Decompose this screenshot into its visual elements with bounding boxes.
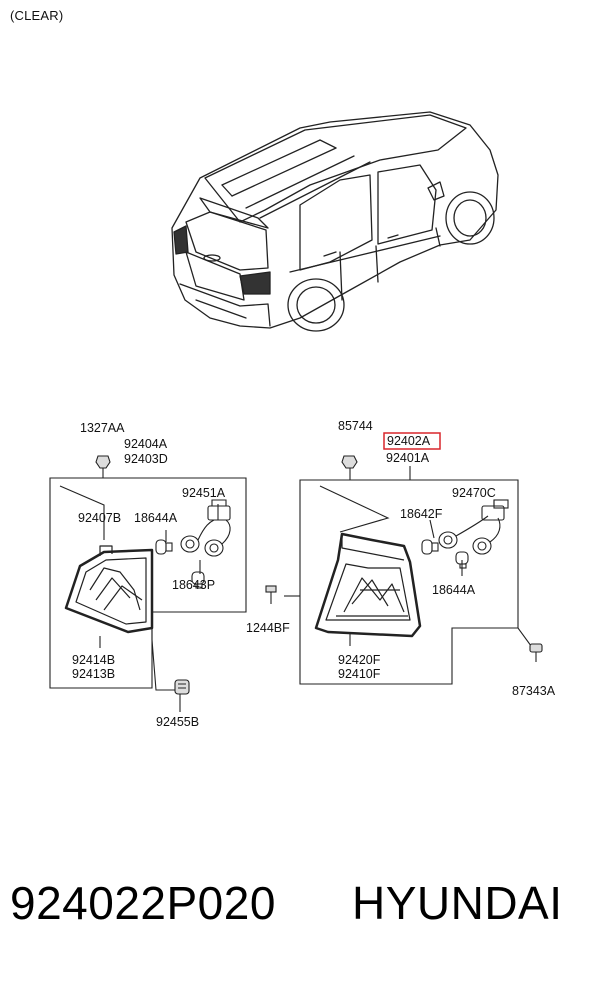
label-right-screw: 1244BF [246, 621, 290, 635]
brand-name: HYUNDAI [352, 877, 563, 929]
left-grommet [174, 679, 190, 695]
label-left-lens-b: 92413B [72, 667, 115, 681]
label-left-assy-b: 92403D [124, 452, 168, 466]
part-labels: 1327AA 92404A 92403D 92451A 92407B 18644… [72, 419, 556, 729]
right-nut [341, 455, 358, 469]
label-right-bolt: 87343A [512, 684, 556, 698]
highlight-box [383, 432, 441, 450]
label-right-nut: 85744 [338, 419, 373, 433]
left-tail-lamp [64, 545, 154, 634]
label-right-bulb-b: 18644A [432, 583, 476, 597]
label-right-assy-b: 92401A [386, 451, 430, 465]
left-bulbs [155, 539, 205, 589]
variant-note: (CLEAR) [10, 8, 64, 23]
label-left-nut: 1327AA [80, 421, 125, 435]
part-number: 924022P020 [10, 877, 276, 929]
right-bulbs [421, 539, 469, 569]
right-corner-lamp [314, 532, 422, 638]
right-socket-harness [438, 499, 509, 555]
label-left-grommet: 92455B [156, 715, 199, 729]
label-right-assy-a: 92402A [387, 434, 431, 448]
vehicle-illustration [171, 111, 499, 332]
label-right-lens-b: 92410F [338, 667, 381, 681]
label-left-bulb-a: 92407B [78, 511, 121, 525]
label-right-socket: 92470C [452, 486, 496, 500]
label-left-socket: 92451A [182, 486, 226, 500]
left-socket-harness [180, 499, 231, 557]
label-left-lens-a: 92414B [72, 653, 115, 667]
label-left-assy-a: 92404A [124, 437, 168, 451]
label-left-bulb-b: 18644A [134, 511, 178, 525]
right-screw [265, 585, 277, 604]
label-right-bulb-a: 18642F [400, 507, 443, 521]
parts-diagram: 1327AA 92404A 92403D 92451A 92407B 18644… [49, 111, 556, 729]
right-bolt [529, 643, 543, 662]
label-left-bulb-c: 18643P [172, 578, 215, 592]
left-nut [95, 455, 111, 469]
right-assembly-frame [284, 466, 535, 685]
label-right-lens-a: 92420F [338, 653, 381, 667]
